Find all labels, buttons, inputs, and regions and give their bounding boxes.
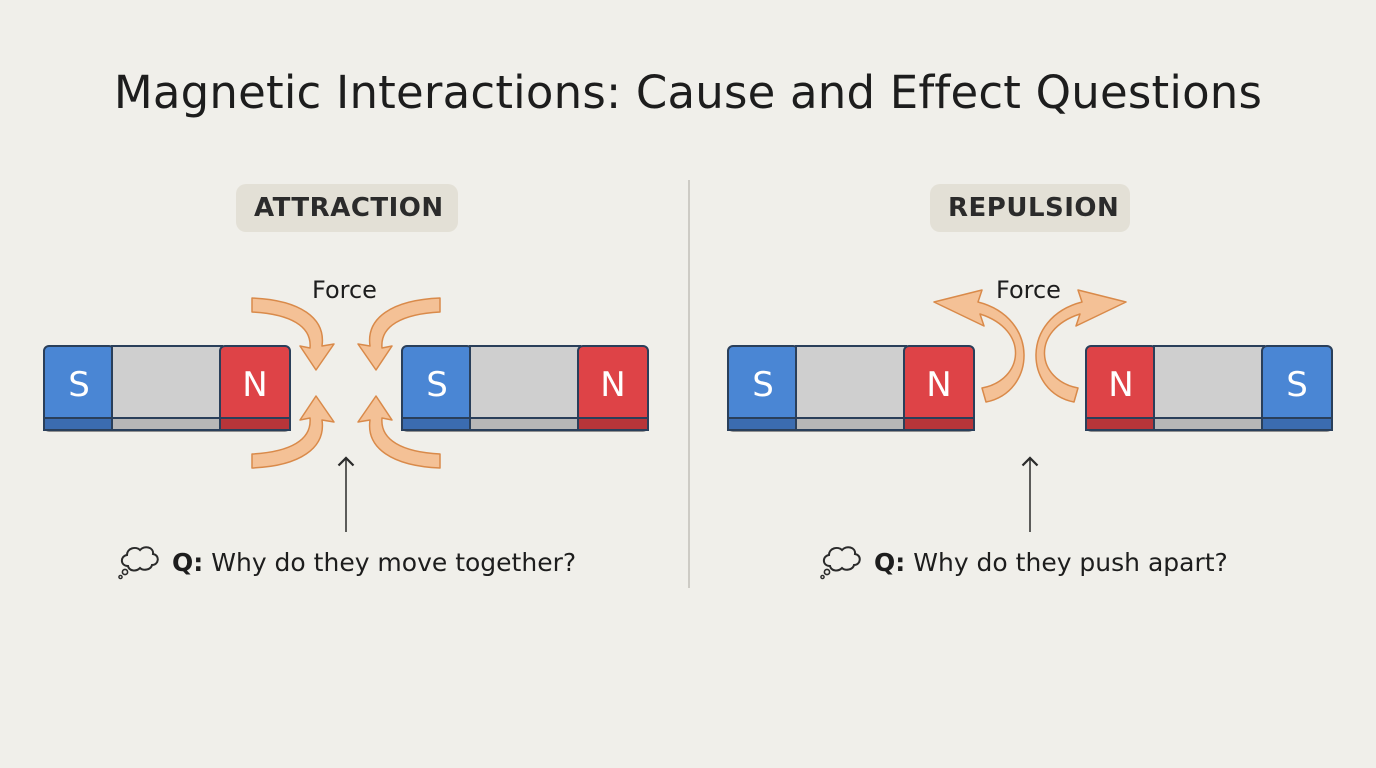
pole-label: S bbox=[1286, 365, 1308, 405]
panel-divider bbox=[688, 180, 690, 588]
force-arrow-icon bbox=[1035, 289, 1127, 403]
pole-label: S bbox=[752, 365, 774, 405]
repulsion-diagram: S N N S bbox=[727, 289, 1333, 532]
repulsion-force-arrows bbox=[933, 289, 1127, 403]
thought-bubble-icon bbox=[118, 546, 159, 580]
attraction-magnet-right: S N bbox=[401, 345, 649, 432]
page-title: Magnetic Interactions: Cause and Effect … bbox=[113, 66, 1263, 119]
pole-label: N bbox=[926, 365, 951, 405]
attraction-badge: ATTRACTION bbox=[236, 184, 458, 232]
thought-bubble-icon bbox=[820, 546, 861, 580]
pole-label: S bbox=[426, 365, 448, 405]
force-arrow-icon bbox=[357, 297, 441, 371]
repulsion-badge: REPULSION bbox=[930, 184, 1130, 232]
repulsion-panel: REPULSION Force S N bbox=[690, 0, 1376, 768]
repulsion-magnet-right: N S bbox=[1085, 345, 1333, 432]
attraction-question: Q: Why do they move together? bbox=[116, 542, 576, 582]
attraction-panel: ATTRACTION Force S N bbox=[43, 184, 649, 582]
pole-label: N bbox=[242, 365, 267, 405]
pole-label: S bbox=[68, 365, 90, 405]
repulsion-force-label: Force bbox=[996, 276, 1061, 304]
force-arrow-icon bbox=[251, 395, 335, 469]
attraction-force-label: Force bbox=[312, 276, 377, 304]
question-prefix: Q: bbox=[874, 547, 906, 577]
pole-label: N bbox=[1108, 365, 1133, 405]
force-arrow-icon bbox=[357, 395, 441, 469]
repulsion-magnet-left: S N bbox=[727, 345, 975, 432]
repulsion-question: Q: Why do they push apart? bbox=[818, 542, 1228, 582]
question-text: Why do they push apart? bbox=[913, 547, 1228, 577]
pole-label: N bbox=[600, 365, 625, 405]
attraction-diagram: S N S N bbox=[43, 297, 649, 532]
attraction-force-arrows bbox=[251, 297, 441, 469]
question-prefix: Q: bbox=[172, 547, 204, 577]
force-arrow-icon bbox=[933, 289, 1025, 403]
question-text: Why do they move together? bbox=[211, 547, 577, 577]
force-arrow-icon bbox=[251, 297, 335, 371]
attraction-magnet-left: S N bbox=[43, 345, 291, 432]
